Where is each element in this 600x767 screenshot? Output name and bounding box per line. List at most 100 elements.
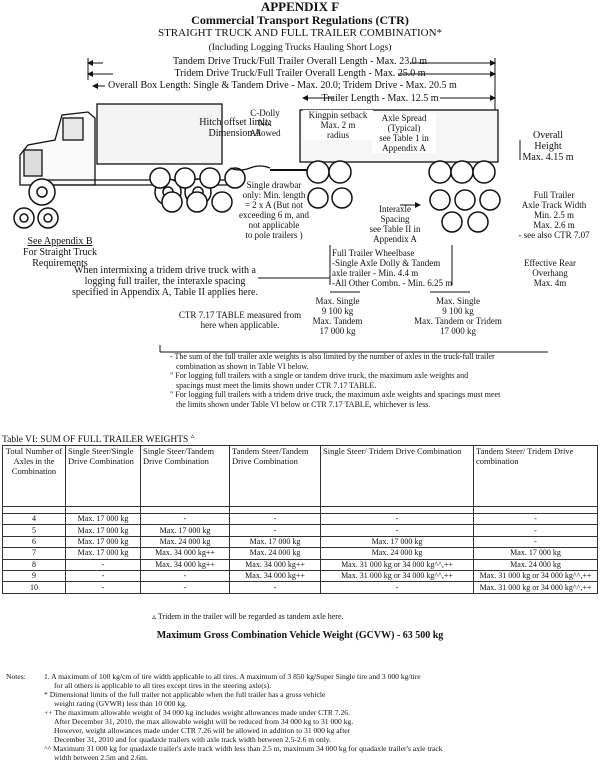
table-cell: Max. 17 000 kg (65, 547, 141, 560)
table-cell: - (140, 569, 230, 583)
note-line: * Dimensional limits of the full trailer… (44, 690, 326, 699)
table-row: 8-Max. 34 000 kg++Max. 34 000 kg++Max. 3… (2, 558, 598, 571)
overall-box-length: Overall Box Length: Single & Tandem Driv… (108, 80, 457, 91)
tridem-overall-length: Tridem Drive Truck/Full Trailer Overall … (174, 68, 426, 79)
blank-cell (229, 506, 321, 514)
table-cell: Max. 17 000 kg (320, 535, 474, 549)
tridem-table-note: ▵ Tridem in the trailer will be regarded… (152, 612, 344, 621)
table-cell: Max. 24 000 kg (229, 547, 321, 560)
gcvw-label: Maximum Gross Combination Vehicle Weight… (156, 630, 444, 641)
table-cell: 9 (2, 569, 66, 583)
note-line: weight rating (GVWR) less than 10 000 kg… (54, 699, 187, 708)
table-cell: 5 (2, 524, 66, 537)
trailer-wheels (306, 160, 501, 233)
table-cell: Max. 31 000 kg or 34 000 kg^^,++ (320, 569, 474, 583)
trailer-length: Trailer Length - Max. 12.5 m (321, 93, 439, 104)
col-header: Single Steer/Tandem Drive Combination (140, 445, 230, 507)
col-header: Total Number of Axles in the Combination (2, 445, 66, 507)
blank-cell (65, 506, 141, 514)
combination-title: STRAIGHT TRUCK AND FULL TRAILER COMBINAT… (157, 27, 443, 39)
blank-cell (140, 506, 230, 514)
note-line: 1. A maximum of 100 kg/cm of tire width … (44, 672, 421, 681)
table-cell: 8 (2, 558, 66, 571)
table-cell: Max. 34 000 kg++ (229, 569, 321, 583)
table-cell: Max. 17 000 kg (65, 535, 141, 549)
table-cell: Max. 34 000 kg++ (140, 558, 230, 571)
truck-trailer-diagram (13, 58, 548, 353)
dimension-lines (87, 58, 496, 110)
table-cell: - (473, 512, 598, 526)
footnote-bracket (159, 345, 548, 353)
table-cell: - (140, 512, 230, 526)
table-header-row: Total Number of Axles in the Combination… (2, 445, 598, 507)
table-cell: - (65, 569, 141, 583)
wheelbase-label: Full Trailer Wheelbase-Single Axle Dolly… (332, 248, 453, 288)
tandem-overall-length: Tandem Drive Truck/Full Trailer Overall … (173, 56, 427, 67)
notes-lines: 1. A maximum of 100 kg/cm of tire width … (44, 672, 443, 762)
footnotes: - The sum of the full trailer axle weigh… (170, 352, 501, 409)
notes-block: Notes: 1. A maximum of 100 kg/cm of tire… (6, 672, 596, 762)
table-cell: - (65, 581, 141, 594)
table-cell: Max. 24 000 kg (140, 535, 230, 549)
note-line: ++ The maximum allowable weight of 34 00… (44, 708, 350, 717)
note-line: After December 31, 2010, the max allowab… (54, 717, 354, 726)
table-cell: - (320, 512, 474, 526)
table-cell: - (229, 512, 321, 526)
table-cell: Max. 34 000 kg++ (140, 547, 230, 560)
note-line: December 31, 2010 and for quadaxle trail… (54, 735, 332, 744)
col-header: Tandem Steer/ Tridem Drive combination (473, 445, 598, 507)
table-cell: 7 (2, 547, 66, 560)
table-cell: - (473, 535, 598, 549)
col-header: Single Steer/Single Drive Combination (65, 445, 141, 507)
table-cell: - (320, 581, 474, 594)
table-cell: Max. 24 000 kg (320, 547, 474, 560)
note-line: However, weight allowances made under CT… (54, 726, 351, 735)
table-cell: - (140, 581, 230, 594)
blank-cell (320, 506, 474, 514)
table-cell: Max. 17 000 kg (65, 512, 141, 526)
table-cell: Max. 17 000 kg (140, 524, 230, 537)
note-line: for all others is applicable to all tire… (54, 681, 272, 690)
hitch-offset-label: Hitch offset limit:Dimension A (199, 117, 271, 139)
tridem-intermix-note: When intermixing a tridem drive truck wi… (71, 265, 258, 298)
table-row: 10----Max. 31 000 kg or 34 000 kg^^,++ (2, 581, 598, 594)
table-cell: 4 (2, 512, 66, 526)
table-cell: 10 (2, 581, 66, 594)
table-row: 9--Max. 34 000 kg++Max. 31 000 kg or 34 … (2, 569, 598, 583)
notes-label: Notes: (6, 672, 26, 681)
col-header: Tandem Steer/Tandem Drive Combination (229, 445, 321, 507)
weights-table: Total Number of Axles in the Combination… (2, 445, 598, 594)
table-cell: Max. 17 000 kg (473, 547, 598, 560)
table-caption: Table VI: SUM OF FULL TRAILER WEIGHTS ▵ (2, 432, 195, 446)
table-cell: Max. 17 000 kg (65, 524, 141, 537)
table-cell: - (229, 581, 321, 594)
appendix-title: APPENDIX F (260, 0, 340, 14)
table-cell: Max. 17 000 kg (229, 535, 321, 549)
blank-cell (473, 506, 598, 514)
logging-subtitle: (Including Logging Trucks Hauling Short … (208, 43, 392, 53)
note-line: width between 2.5m and 2.6m. (54, 753, 148, 762)
regulation-title: Commercial Transport Regulations (CTR) (191, 13, 409, 27)
table-cell: Max. 24 000 kg (473, 558, 598, 571)
table-cell: Max. 34 000 kg++ (229, 558, 321, 571)
blank-cell (2, 506, 66, 514)
table-cell: - (473, 524, 598, 537)
col-header: Single Steer/ Tridem Drive Combination (320, 445, 474, 507)
truck-axle-end-views (13, 167, 246, 229)
table-cell: Max. 31 000 kg or 34 000 kg^^,++ (320, 558, 474, 571)
